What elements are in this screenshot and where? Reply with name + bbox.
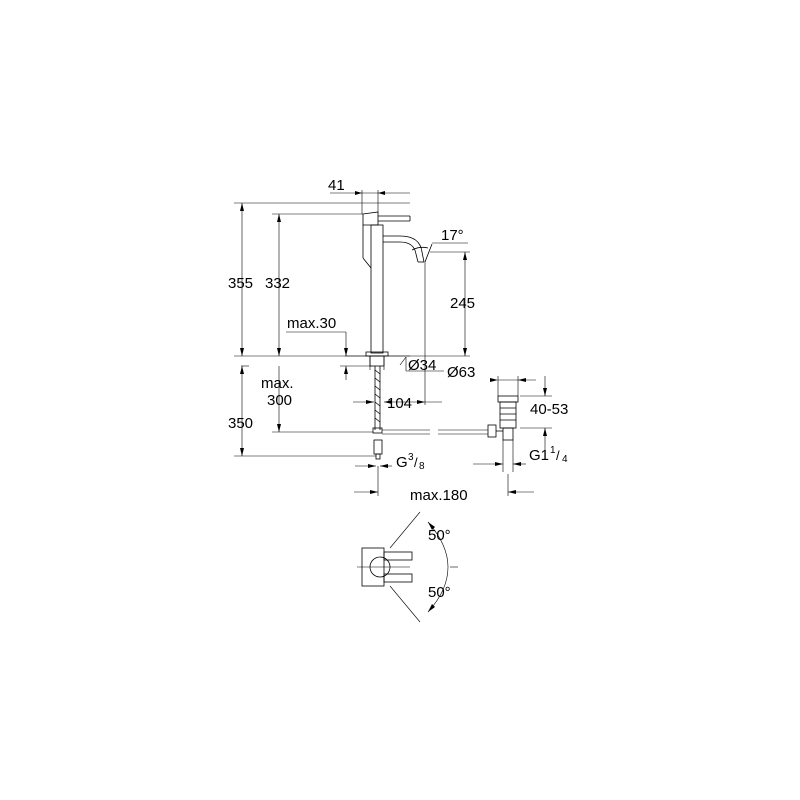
dim-angle-top: 50°: [428, 527, 451, 544]
dim-350: 350: [228, 415, 253, 432]
dim-17-deg: 17°: [441, 227, 464, 244]
dim-g114-denominator: 4: [562, 454, 568, 465]
dim-max180: max.180: [410, 487, 468, 504]
dim-g38-slash: /: [414, 455, 418, 470]
dim-diameter-34: Ø34: [408, 357, 436, 374]
dim-g114-numerator: 1: [550, 445, 556, 456]
dim-max30: max.30: [287, 315, 336, 332]
dimension-labels: 41 355 332 17° 245 max.30 Ø34 Ø63 max. 3…: [228, 177, 568, 601]
dim-g38-letter: G: [396, 454, 408, 471]
dim-max300-line2: 300: [267, 392, 292, 409]
dim-355: 355: [228, 275, 253, 292]
dim-g114-main: G1: [529, 447, 549, 464]
dim-max300-line1: max.: [261, 375, 294, 392]
dim-332: 332: [265, 275, 290, 292]
dim-g38-numerator: 3: [408, 452, 414, 463]
dim-diameter-63: Ø63: [447, 364, 475, 381]
dim-245: 245: [450, 295, 475, 312]
dim-g114-slash: /: [556, 448, 560, 463]
faucet-side-view: [345, 211, 433, 460]
dim-104: 104: [387, 395, 412, 412]
dimension-lines: [234, 190, 552, 496]
dim-41: 41: [328, 177, 345, 194]
dim-angle-bottom: 50°: [428, 584, 451, 601]
faucet-top-view: [357, 511, 458, 623]
waste-valve: [382, 395, 519, 441]
dim-40-53: 40-53: [530, 401, 568, 418]
dim-g38-denominator: 8: [419, 461, 425, 472]
